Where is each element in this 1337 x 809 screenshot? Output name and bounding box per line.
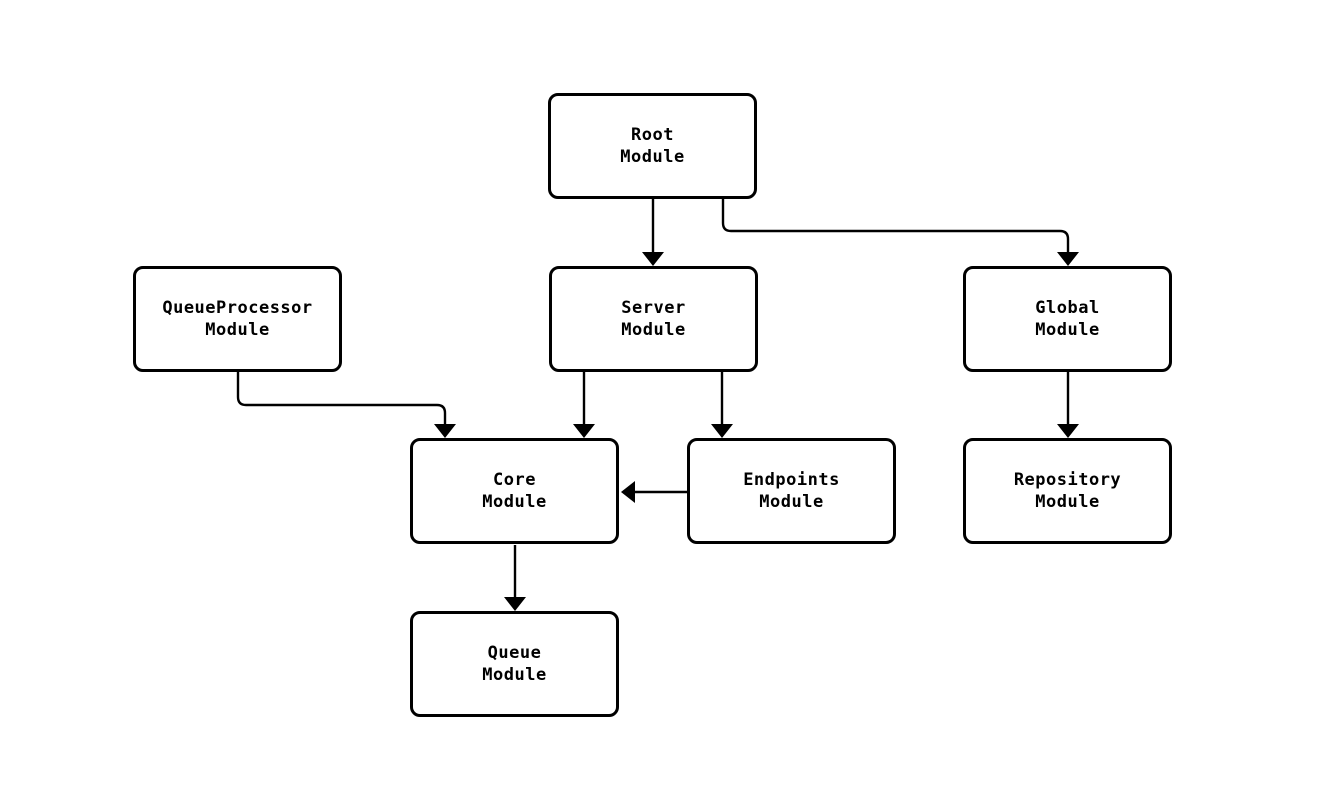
- node-label: QueueProcessor: [162, 298, 313, 318]
- node-label: Module: [621, 320, 686, 340]
- node-label: Endpoints: [743, 470, 840, 490]
- node-label: Module: [1035, 492, 1100, 512]
- edge-root-to-global: [721, 198, 1079, 266]
- node-label: Module: [482, 492, 547, 512]
- node-repository-module: Repository Module: [963, 438, 1172, 544]
- node-endpoints-module: Endpoints Module: [687, 438, 896, 544]
- node-global-module: Global Module: [963, 266, 1172, 372]
- node-label: Module: [1035, 320, 1100, 340]
- node-label: Global: [1035, 298, 1100, 318]
- edge-queueprocessor-to-core: [236, 372, 456, 438]
- node-queueprocessor-module: QueueProcessor Module: [133, 266, 342, 372]
- node-core-module: Core Module: [410, 438, 619, 544]
- node-label: Queue: [487, 643, 542, 663]
- node-label: Module: [482, 665, 547, 685]
- node-server-module: Server Module: [549, 266, 758, 372]
- node-queue-module: Queue Module: [410, 611, 619, 717]
- node-label: Root: [631, 125, 674, 145]
- node-label: Module: [620, 147, 685, 167]
- node-label: Repository: [1013, 470, 1122, 490]
- node-label: Module: [205, 320, 270, 340]
- node-label: Module: [759, 492, 824, 512]
- node-label: Server: [621, 298, 686, 318]
- node-label: Core: [493, 470, 536, 490]
- node-root-module: Root Module: [548, 93, 757, 199]
